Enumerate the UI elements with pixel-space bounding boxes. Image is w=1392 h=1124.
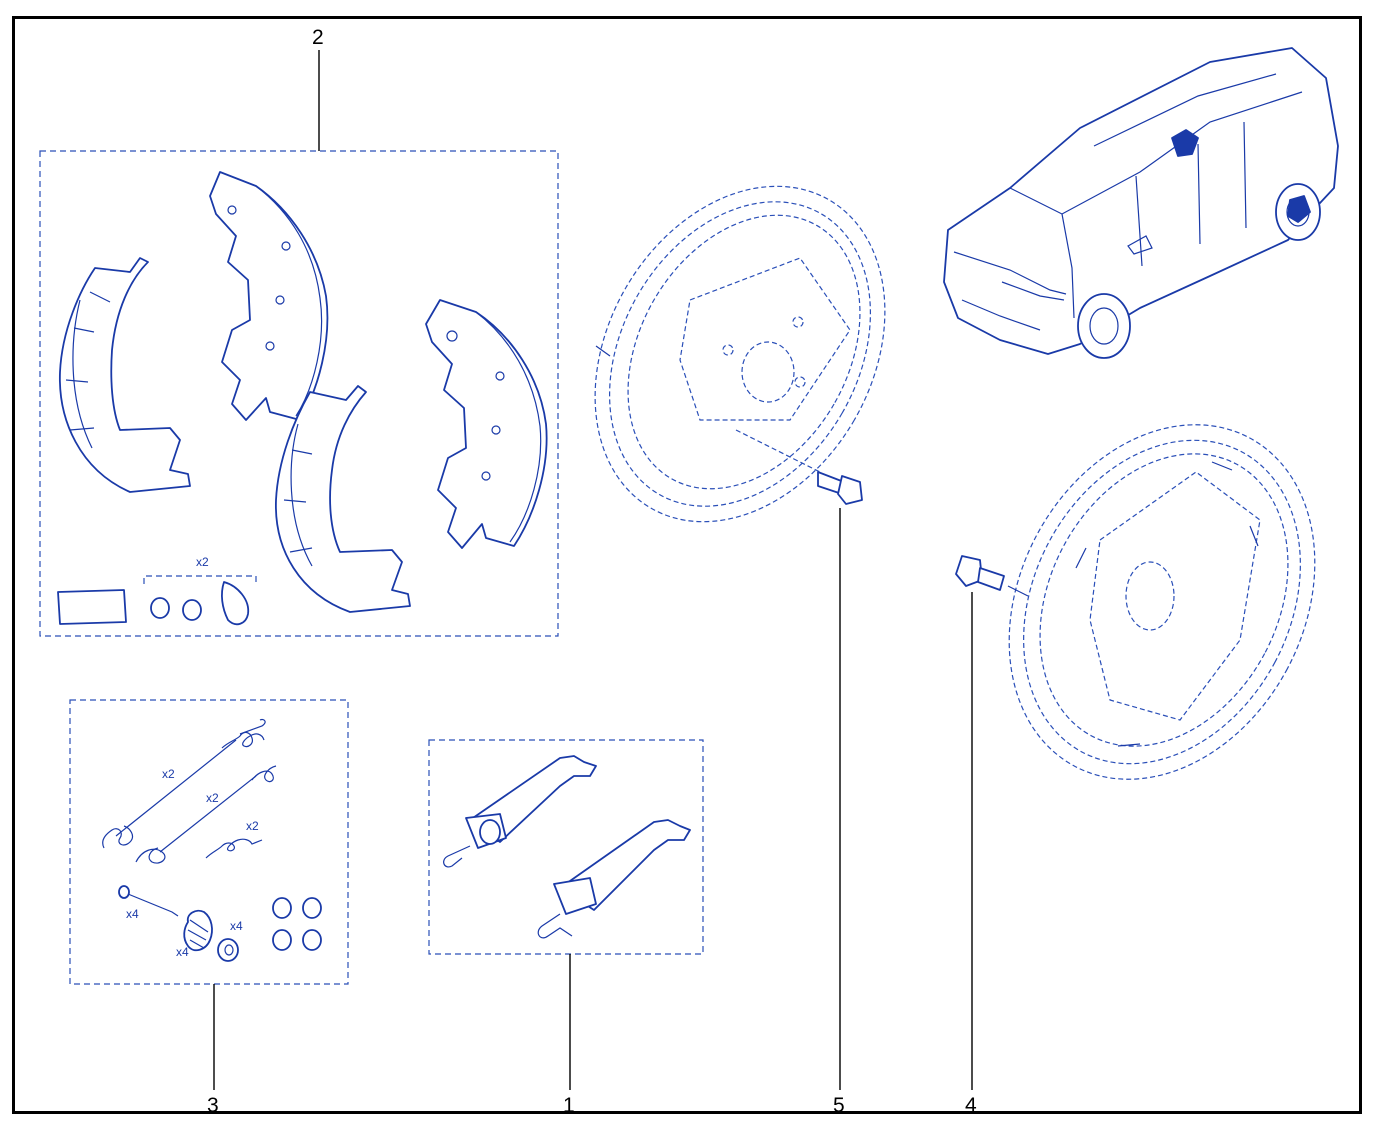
coil-icon [183, 909, 213, 952]
callout-3: 3 [207, 1094, 219, 1117]
callout-1: 1 [563, 1094, 575, 1117]
washer-icon [217, 938, 239, 962]
car-icon [943, 47, 1339, 359]
qty-spring-long-a: x2 [162, 767, 175, 781]
pin-icon [118, 885, 179, 917]
group-1-box [428, 739, 704, 955]
cap-icon [150, 581, 250, 626]
brake-shoe-icon [425, 299, 548, 549]
brake-shoe-icon [209, 171, 329, 421]
callout-4: 4 [965, 1094, 977, 1117]
group-3-box [69, 699, 349, 985]
backing-plate-icon [1008, 424, 1316, 780]
callout-2: 2 [312, 26, 324, 49]
callout-5: 5 [833, 1094, 845, 1117]
spring-icon [102, 718, 266, 849]
qty-spring-small: x2 [246, 819, 259, 833]
lining-pad-icon [57, 589, 127, 625]
bolt-icon [955, 555, 1005, 591]
qty-pin: x4 [126, 907, 139, 921]
group-2-box [39, 150, 559, 637]
spring-icon [135, 765, 277, 864]
qty-washer: x4 [230, 919, 243, 933]
backing-plate-icon [594, 185, 886, 523]
brake-shoe-icon [275, 385, 411, 613]
qty-spring-long-b: x2 [206, 791, 219, 805]
spring-icon [205, 838, 263, 859]
brake-shoe-icon [59, 257, 191, 493]
qty-caps: x2 [196, 555, 209, 569]
adjuster-icon [537, 819, 691, 939]
bolt-icon [817, 471, 863, 505]
qty-coil: x4 [176, 945, 189, 959]
caps-bracket [143, 575, 257, 584]
adjuster-icon [443, 755, 597, 868]
cap-icon [272, 897, 322, 951]
